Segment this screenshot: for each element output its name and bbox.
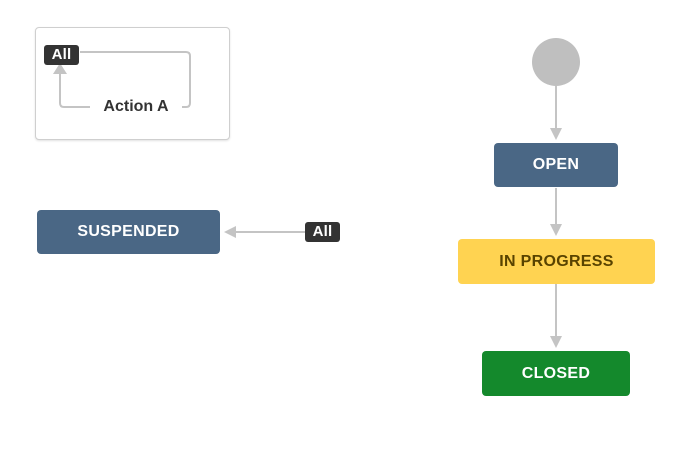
start-node[interactable] — [532, 38, 580, 86]
suspended-transition-from-lozenge[interactable]: All — [305, 222, 340, 242]
status-suspended[interactable]: SUSPENDED — [37, 210, 220, 254]
status-open[interactable]: OPEN — [494, 143, 618, 187]
global-transition-action-label[interactable]: Action A — [90, 96, 182, 118]
global-transition-from-lozenge[interactable]: All — [44, 45, 79, 65]
status-in-progress[interactable]: IN PROGRESS — [458, 239, 655, 284]
status-closed[interactable]: CLOSED — [482, 351, 630, 396]
